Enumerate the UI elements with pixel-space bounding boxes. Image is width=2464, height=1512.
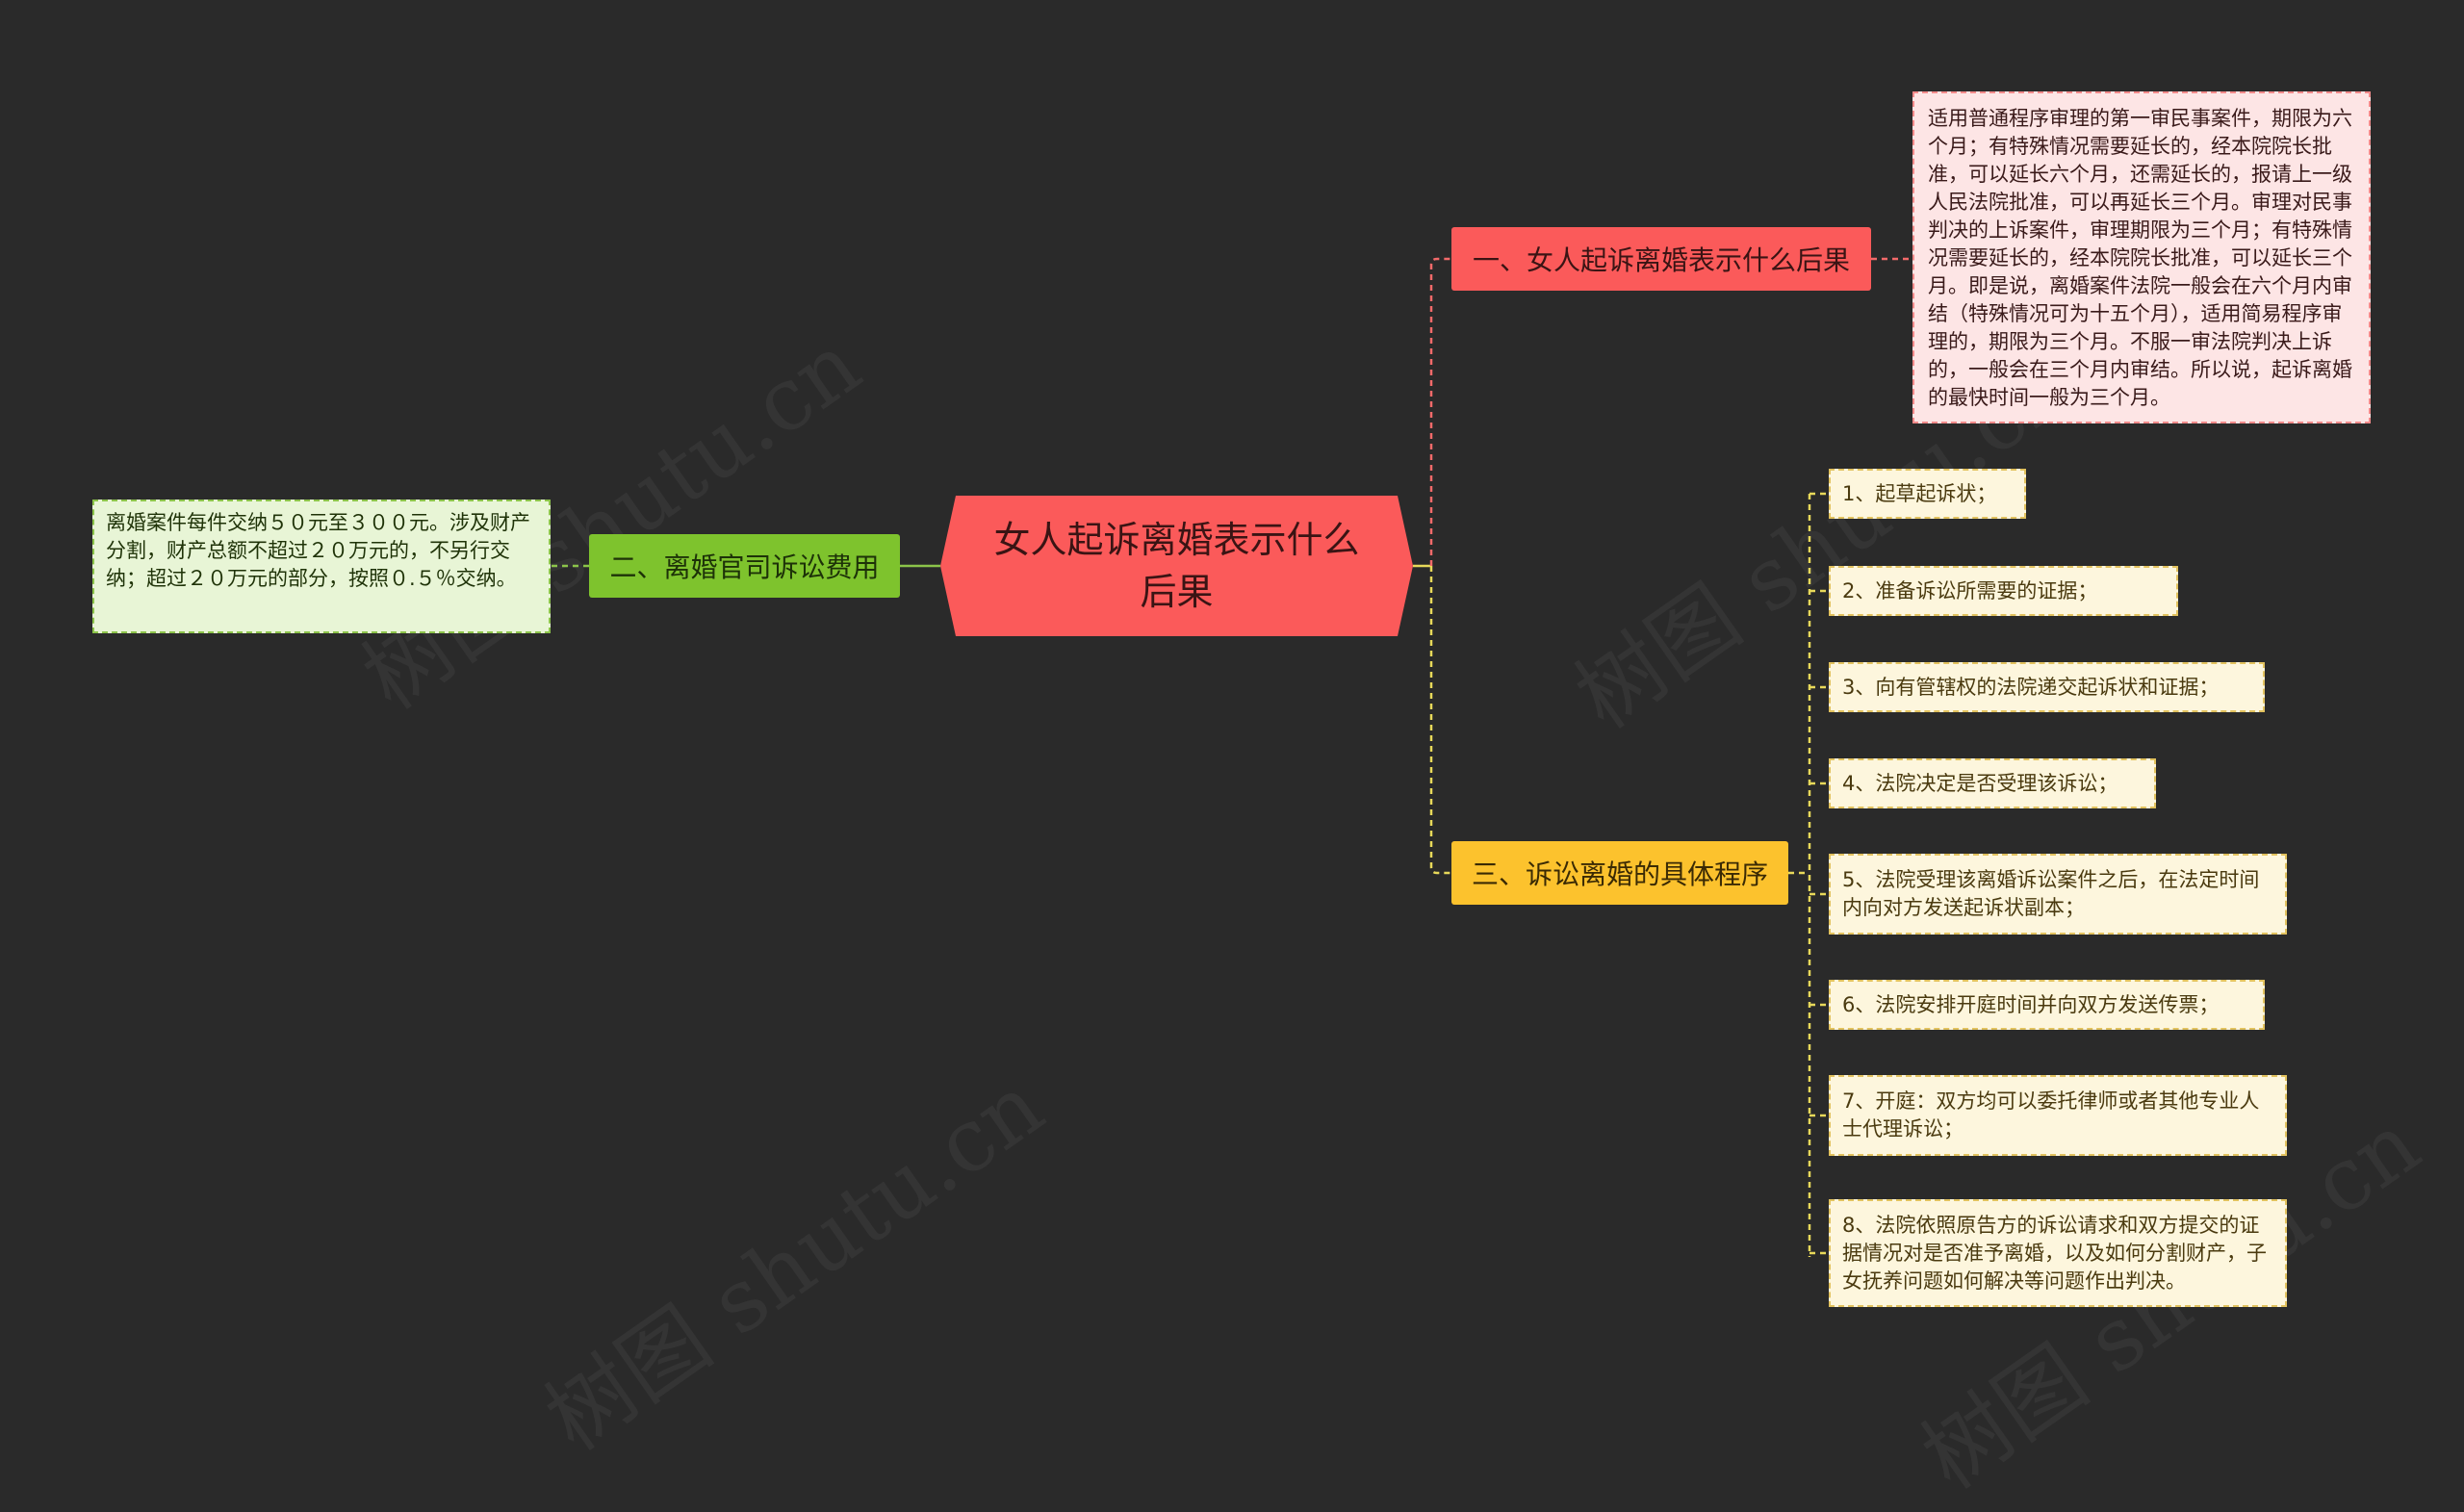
- connector-trunk-b3: [1429, 566, 1451, 875]
- connector-lines: [551, 257, 1912, 1257]
- detail-litigation-fees[interactable]: 离婚案件每件交纳５０元至３００元。涉及财产分割，财产总额不超过２０万元的，不另行…: [92, 500, 551, 633]
- step-item[interactable]: 5、法院受理该离婚诉讼案件之后，在法定时间内向对方发送起诉状副本；: [1829, 854, 2287, 935]
- step-item-label: 6、法院安排开庭时间并向双方发送传票；: [1842, 992, 2220, 1016]
- step-item[interactable]: 8、法院依照原告方的诉讼请求和双方提交的证据情况对是否准予离婚，以及如何分割财产…: [1829, 1199, 2287, 1307]
- root-topic[interactable]: 女人起诉离婚表示什么后果: [940, 496, 1413, 636]
- branch-procedure[interactable]: 三、诉讼离婚的具体程序: [1451, 841, 1788, 905]
- root-topic-label: 女人起诉离婚表示什么后果: [993, 519, 1360, 613]
- branch-procedure-label: 三、诉讼离婚的具体程序: [1471, 859, 1768, 890]
- mind-map: 树图 shutu.cn 树图 shutu.cn 树图 shutu.cn 树图 s…: [92, 91, 2437, 1509]
- step-item[interactable]: 1、起草起诉状；: [1829, 469, 2026, 519]
- step-item[interactable]: 3、向有管辖权的法院递交起诉状和证据；: [1829, 662, 2265, 712]
- detail-consequences[interactable]: 适用普通程序审理的第一审民事案件，期限为六个月；有特殊情况需要延长的，经本院院长…: [1912, 91, 2371, 423]
- branch-litigation-fees-label: 二、离婚官司诉讼费用: [609, 551, 880, 583]
- step-item-label: 1、起草起诉状；: [1842, 481, 1997, 505]
- step-item-label: 2、准备诉讼所需要的证据；: [1842, 578, 2098, 602]
- step-item[interactable]: 2、准备诉讼所需要的证据；: [1829, 566, 2178, 616]
- step-item[interactable]: 6、法院安排开庭时间并向双方发送传票；: [1829, 980, 2265, 1030]
- step-item-label: 8、法院依照原告方的诉讼请求和双方提交的证据情况对是否准予离婚，以及如何分割财产…: [1842, 1213, 2267, 1293]
- connector-trunk-b1: [1429, 257, 1451, 566]
- branch-consequences[interactable]: 一、女人起诉离婚表示什么后果: [1451, 227, 1871, 291]
- step-item-label: 5、法院受理该离婚诉讼案件之后，在法定时间内向对方发送起诉状副本；: [1842, 868, 2260, 919]
- step-item-label: 7、开庭：双方均可以委托律师或者其他专业人士代理诉讼；: [1842, 1089, 2260, 1140]
- step-item-label: 3、向有管辖权的法院递交起诉状和证据；: [1842, 675, 2220, 699]
- branch-consequences-label: 一、女人起诉离婚表示什么后果: [1472, 244, 1850, 276]
- step-item[interactable]: 7、开庭：双方均可以委托律师或者其他专业人士代理诉讼；: [1829, 1075, 2287, 1156]
- step-item[interactable]: 4、法院决定是否受理该诉讼；: [1829, 758, 2156, 808]
- branch-litigation-fees[interactable]: 二、离婚官司诉讼费用: [589, 534, 900, 598]
- step-item-label: 4、法院决定是否受理该诉讼；: [1842, 771, 2118, 795]
